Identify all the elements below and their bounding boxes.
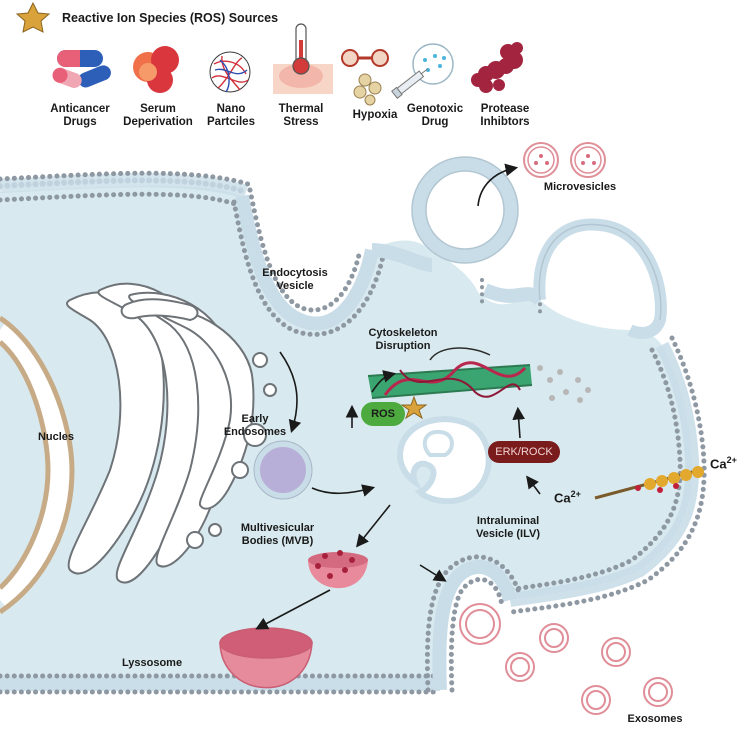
label-nucleus: Nucles	[37, 431, 75, 443]
endocytosis-vesicle-shape	[231, 187, 387, 337]
label-lysosome: Lyssosome	[121, 657, 183, 669]
multivesicular-body	[396, 416, 492, 505]
microvesicle-bud	[371, 156, 545, 314]
mvb-bowl	[308, 550, 368, 589]
golgi-apparatus	[65, 282, 277, 584]
label-mvb-line2: Bodies (MVB)	[241, 534, 314, 547]
source-label-line1: Protease	[480, 103, 530, 115]
label-cytoskeleton-line2: Disruption	[375, 339, 431, 352]
label-ca-inside: Ca2+	[554, 489, 581, 506]
ca-charge: 2+	[726, 455, 737, 465]
label-endocytosis: Endocytosis Vesicle	[250, 267, 340, 292]
lysosome	[219, 627, 313, 689]
ros-label: ROS	[371, 408, 395, 420]
source-label-line1: Anticancer	[50, 103, 110, 115]
blood-cells-icon	[133, 46, 179, 93]
ca-symbol: Ca	[554, 490, 571, 506]
calcium-channel	[594, 466, 704, 500]
erk-rock-label: ERK/ROCK	[495, 446, 553, 458]
source-label-anticancer: Anticancer Drugs	[45, 103, 115, 129]
pathway-arrows	[255, 163, 541, 630]
source-label-hypoxia: Hypoxia	[340, 109, 410, 122]
exosome-budding	[459, 603, 501, 645]
label-microvesicles: Microvesicles	[543, 181, 617, 193]
membrane-bleb	[533, 218, 667, 339]
label-ilv-line2: Vesicle (ILV)	[476, 527, 540, 540]
source-label-line1: Hypoxia	[352, 109, 398, 121]
ros-marker	[361, 395, 428, 426]
source-label-genotoxic: Genotoxic Drug	[400, 103, 470, 129]
source-label-line2: Stress	[283, 116, 319, 129]
released-exosomes	[505, 623, 673, 715]
label-early-endosomes: Early Endosomes	[210, 413, 300, 438]
label-ca-outside: Ca2+	[710, 455, 737, 472]
oxygen-molecule-icon	[341, 49, 389, 106]
thermometer-icon	[273, 23, 333, 94]
label-cytoskeleton: Cytoskeleton Disruption	[358, 327, 448, 352]
legend-title: Reactive Ion Species (ROS) Sources	[62, 11, 279, 25]
ca-symbol: Ca	[710, 456, 727, 472]
source-label-line2: Partciles	[207, 116, 255, 129]
label-cytoskeleton-line1: Cytoskeleton	[368, 327, 438, 339]
label-endocytosis-line1: Endocytosis	[262, 267, 328, 279]
nanoparticle-icon	[209, 51, 251, 93]
label-ilv: Intraluminal Vesicle (ILV)	[463, 515, 553, 540]
label-early-line1: Early	[241, 413, 269, 425]
source-label-line1: Genotoxic	[406, 103, 464, 115]
exosome-release-pocket	[424, 554, 523, 693]
label-ilv-line1: Intraluminal	[476, 515, 540, 527]
syringe-icon	[391, 43, 454, 99]
source-label-line1: Serum	[140, 103, 176, 115]
source-label-line1: Nano	[216, 103, 246, 115]
capsule-icon	[52, 50, 111, 88]
source-label-nano: Nano Partciles	[196, 103, 266, 129]
label-endocytosis-line2: Vesicle	[276, 279, 314, 292]
label-mvb: Multivesicular Bodies (MVB)	[225, 522, 330, 547]
source-label-line2: Drugs	[63, 116, 97, 129]
source-label-thermal: Thermal Stress	[266, 103, 336, 129]
plasma-membrane	[0, 170, 707, 695]
label-mvb-line1: Multivesicular	[240, 522, 315, 534]
protein-chain-icon	[471, 42, 523, 93]
nucleus	[0, 315, 75, 615]
legend-star-icon	[15, 1, 51, 33]
source-label-line2: Deperivation	[123, 116, 193, 129]
microvesicles	[523, 142, 606, 178]
source-label-line1: Thermal	[278, 103, 324, 115]
label-exosomes: Exosomes	[627, 713, 683, 725]
erk-rock-marker	[488, 441, 560, 463]
ca-charge: 2+	[570, 489, 581, 499]
source-label-protease: Protease Inhibtors	[470, 103, 540, 129]
source-label-line2: Inhibtors	[480, 116, 530, 129]
source-label-line2: Drug	[421, 116, 449, 129]
label-early-line2: Endosomes	[223, 425, 287, 438]
source-label-serum: Serum Deperivation	[113, 103, 203, 129]
early-endosome	[253, 440, 313, 500]
